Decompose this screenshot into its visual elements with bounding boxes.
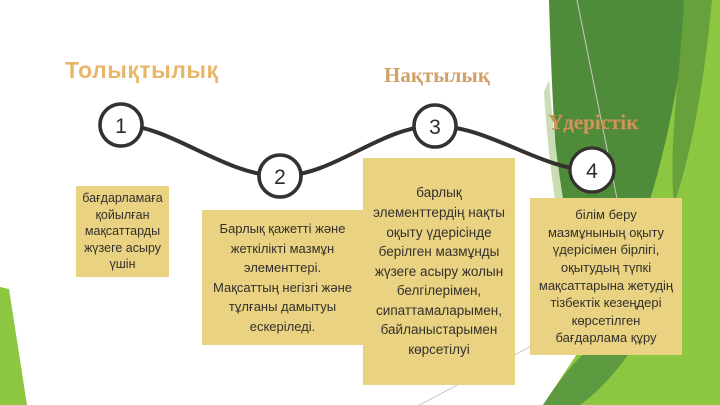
step-1-description: бағдарламаға қойылған мақсаттарды жүзеге…: [82, 191, 163, 272]
step-1-number: 1: [115, 115, 127, 138]
bottom-left-wedge-shape: [0, 287, 27, 405]
step-3-circle: [412, 103, 458, 149]
step-2-number: 2: [274, 166, 286, 189]
step-3-number: 3: [429, 116, 441, 139]
step-1-box: бағдарламаға қойылған мақсаттарды жүзеге…: [76, 186, 169, 277]
step-3-description: барлық элементтердің нақты оқыту үдерісі…: [373, 185, 505, 357]
step-4-number: 4: [586, 160, 598, 183]
step-2-box: Барлық қажетті және жеткілікті мазмұн эл…: [202, 210, 363, 345]
heading-naqtylyq: Нақтылық: [384, 63, 490, 87]
step-2-description: Барлық қажетті және жеткілікті мазмұн эл…: [213, 221, 352, 334]
pale-green-sliver-shape: [544, 80, 585, 298]
step-1-circle: [98, 102, 144, 148]
connector-wave-line: [120, 123, 593, 179]
step-3-box: барлық элементтердің нақты оқыту үдерісі…: [363, 158, 515, 385]
heading-uderistik: Үдерістік: [548, 110, 639, 134]
heading-tolyqtylyq: Толықтылық: [65, 57, 219, 83]
step-4-description: білім беру мазмұнының оқыту үдерісімен б…: [538, 207, 674, 346]
step-4-box: білім беру мазмұнының оқыту үдерісімен б…: [530, 198, 682, 355]
step-2-circle: [257, 153, 303, 199]
step-4-circle: [568, 146, 616, 194]
v-wedge-shape: [672, 0, 712, 205]
